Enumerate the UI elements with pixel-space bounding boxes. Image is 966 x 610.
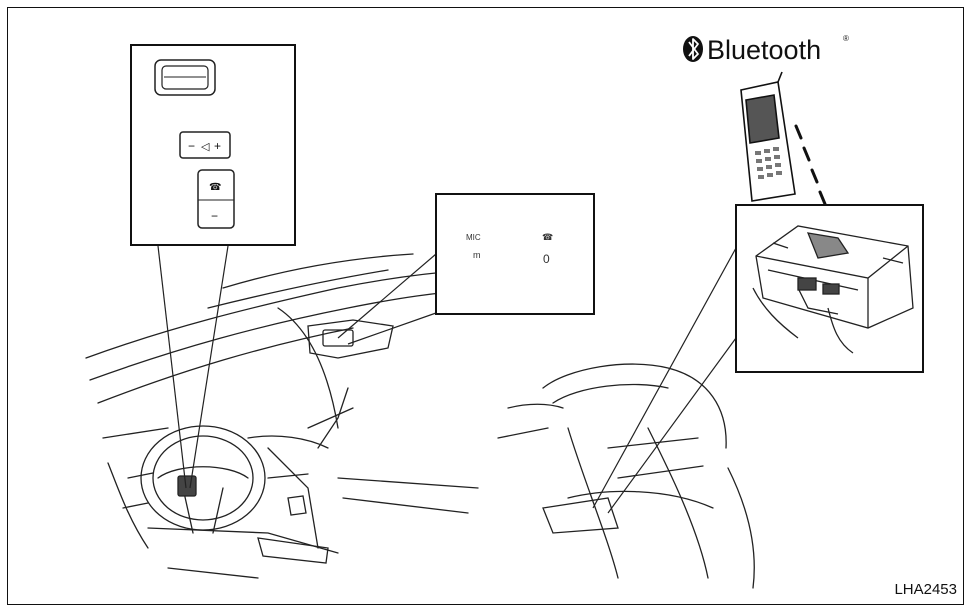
- hands-free-diagram: − ◁ + ☎ − MIC m ☎ 0 Bluetooth ®: [8, 8, 965, 606]
- figure-frame: − ◁ + ☎ − MIC m ☎ 0 Bluetooth ®: [7, 7, 964, 605]
- volume-plus-label: +: [214, 139, 221, 153]
- bluetooth-logo: Bluetooth ®: [683, 34, 849, 65]
- svg-text:☎: ☎: [542, 232, 553, 242]
- volume-minus-label: −: [188, 139, 195, 153]
- svg-text:◁: ◁: [201, 141, 210, 153]
- steering-switch-callout: − ◁ + ☎ −: [131, 45, 295, 245]
- control-unit-callout: [736, 205, 923, 372]
- figure-code: LHA2453: [894, 581, 957, 598]
- mic-sub-label: m: [473, 250, 481, 260]
- bluetooth-mark: ®: [843, 34, 849, 43]
- svg-text:☎: ☎: [209, 182, 221, 193]
- microphone-callout: MIC m ☎ 0: [436, 194, 594, 314]
- seat-illustration: [498, 364, 754, 588]
- display-value: 0: [543, 252, 550, 266]
- mic-label: MIC: [466, 233, 481, 242]
- dashboard-illustration: [86, 254, 478, 578]
- bluetooth-brand: Bluetooth: [707, 35, 821, 65]
- mobile-phone-icon: [741, 72, 795, 201]
- talk-minus-label: −: [211, 209, 218, 223]
